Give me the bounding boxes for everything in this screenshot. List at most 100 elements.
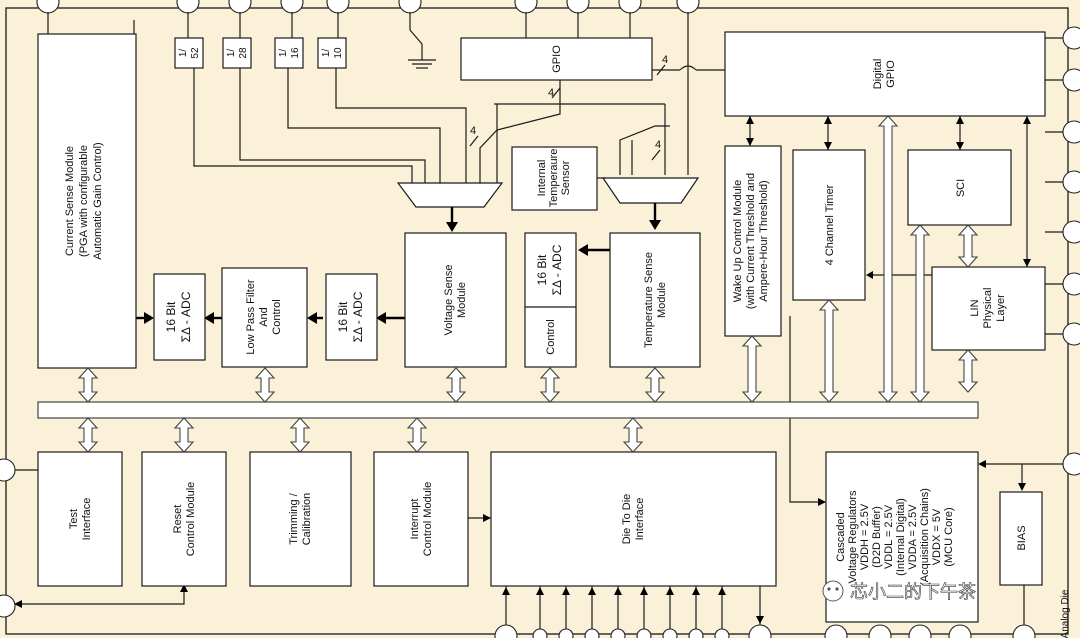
svg-text:Test: Test (68, 509, 80, 529)
svg-text:Control Module: Control Module (185, 482, 197, 557)
svg-text:GPIO: GPIO (551, 45, 563, 73)
signal-wires (14, 12, 1063, 625)
low-pass-filter-block (221, 267, 308, 368)
current-sense-label: Current Sense Module (PGA with configura… (64, 142, 104, 259)
svg-text:ΣΔ - ADC: ΣΔ - ADC (179, 291, 193, 342)
svg-text:52: 52 (190, 47, 201, 59)
svg-text:28: 28 (238, 47, 249, 59)
svg-text:Automatic Gain Control): Automatic Gain Control) (92, 142, 104, 259)
sci-label: SCI (955, 179, 967, 197)
data-flow-arrows (136, 203, 661, 324)
temperature-mux (601, 177, 700, 204)
divider-16-block (274, 37, 304, 69)
adc-temp-block (524, 232, 577, 368)
svg-text:Analog Die: Analog Die (1060, 589, 1071, 638)
svg-text:Control Module: Control Module (422, 482, 434, 557)
gpio-block (460, 37, 653, 81)
svg-text:Sensor: Sensor (560, 160, 572, 195)
svg-text:Calibration: Calibration (301, 493, 313, 546)
bias-block (999, 491, 1043, 586)
svg-text:Wake Up Control Module: Wake Up Control Module (732, 180, 744, 302)
adc-temp-label: 16 Bit ΣΔ - ADC (535, 244, 564, 295)
reset-control-block (141, 451, 227, 587)
bus-width-dividers: 4 (470, 125, 476, 137)
test-interface-label: Test Interface (68, 498, 93, 541)
bus-width-gpio-digital: 4 (662, 54, 668, 66)
svg-text:Ampere-Hour Threshold): Ampere-Hour Threshold) (758, 180, 770, 301)
svg-text:Low Pass Filter: Low Pass Filter (245, 279, 257, 355)
bus-width-markers (469, 64, 666, 161)
reset-control-label: Reset Control Module (172, 482, 197, 557)
control-arrows (746, 116, 1031, 267)
svg-text:Cascaded: Cascaded (835, 512, 847, 562)
gpio-label: GPIO (551, 45, 563, 73)
die-to-die-block (490, 451, 777, 587)
svg-text:Trimming /: Trimming / (288, 492, 300, 544)
svg-text:Digital: Digital (872, 59, 884, 90)
trimming-block (249, 451, 352, 587)
svg-text:Module: Module (656, 282, 668, 318)
left-pins (0, 458, 16, 618)
voltage-sense-label: Voltage Sense Module (443, 265, 468, 336)
divider-28-label: 1/ 28 (226, 47, 249, 59)
digital-gpio-block (724, 31, 1046, 117)
svg-text:VDDL = 2.5V: VDDL = 2.5V (883, 504, 895, 569)
divider-10-block (317, 37, 347, 69)
svg-text:(Acquisition Chains): (Acquisition Chains) (919, 488, 931, 586)
svg-text:VDDH = 2.5V: VDDH = 2.5V (859, 503, 871, 570)
svg-text:Interface: Interface (81, 498, 93, 541)
svg-text:Voltage Sense: Voltage Sense (443, 265, 455, 336)
svg-text:ΣΔ - ADC: ΣΔ - ADC (550, 244, 564, 295)
analog-die-corner-label: Analog Die (1060, 589, 1071, 638)
adc-current-block (153, 273, 206, 361)
interrupt-control-block (373, 451, 469, 587)
internal-temp-sensor-block (511, 146, 598, 211)
channel-timer-label: 4 Channel Timer (824, 184, 836, 265)
svg-text:Physical: Physical (982, 288, 994, 329)
regulators-label: Cascaded Voltage Regulators VDDH = 2.5V … (835, 488, 955, 586)
die-to-die-label: Die To Die Interface (621, 494, 646, 545)
svg-text:Temperaure: Temperaure (548, 149, 560, 208)
internal-temp-sensor-label: Internal Temperaure Sensor (536, 149, 572, 208)
die-to-die-io-arrows (502, 586, 764, 629)
svg-text:Reset: Reset (172, 505, 184, 534)
watermark: 芯小二的下午茶 (822, 580, 976, 603)
divider-28-block (222, 37, 252, 69)
divider-52-label: 1/ 52 (178, 47, 201, 59)
lin-phy-label: LIN Physical Layer (969, 288, 1007, 329)
svg-text:Voltage Regulators: Voltage Regulators (847, 490, 859, 583)
bus-width-temp: 4 (655, 139, 661, 151)
channel-timer-block (792, 149, 866, 301)
svg-text:Internal: Internal (536, 160, 548, 197)
svg-text:LIN: LIN (969, 299, 981, 316)
wake-up-label: Wake Up Control Module (with Current Thr… (732, 173, 770, 309)
lin-phy-block (931, 266, 1046, 351)
low-pass-filter-label: Low Pass Filter And Control (245, 279, 283, 355)
svg-text:Module: Module (456, 282, 468, 318)
svg-text:16: 16 (290, 47, 301, 59)
svg-text:Layer: Layer (995, 294, 1007, 322)
current-sense-block (37, 33, 137, 369)
svg-text:芯小二的下午茶: 芯小二的下午茶 (850, 582, 976, 603)
svg-text:(MCU Core): (MCU Core) (943, 507, 955, 566)
regulators-block (825, 451, 979, 623)
divider-16-label: 1/ 16 (278, 47, 301, 59)
wake-up-control-block (724, 145, 782, 337)
svg-text:Die To Die: Die To Die (621, 494, 633, 545)
svg-text:1/: 1/ (226, 49, 237, 58)
adc-current-label: 16 Bit ΣΔ - ADC (164, 291, 193, 342)
svg-text:ΣΔ - ADC: ΣΔ - ADC (351, 291, 365, 342)
bias-label: BIAS (1016, 525, 1028, 550)
svg-text:Temperature Sense: Temperature Sense (643, 252, 655, 348)
adc-control-label: Control (545, 319, 557, 354)
temperature-sense-block (609, 232, 701, 368)
svg-text:VDDX = 5V: VDDX = 5V (931, 508, 943, 565)
svg-text:Interrupt: Interrupt (409, 499, 421, 540)
right-pins (1062, 26, 1080, 476)
temperature-sense-label: Temperature Sense Module (643, 252, 668, 348)
svg-text:And: And (258, 307, 270, 327)
svg-text:16 Bit: 16 Bit (164, 301, 178, 332)
svg-text:VDDA = 2.5V: VDDA = 2.5V (907, 504, 919, 570)
interrupt-control-label: Interrupt Control Module (409, 482, 434, 557)
